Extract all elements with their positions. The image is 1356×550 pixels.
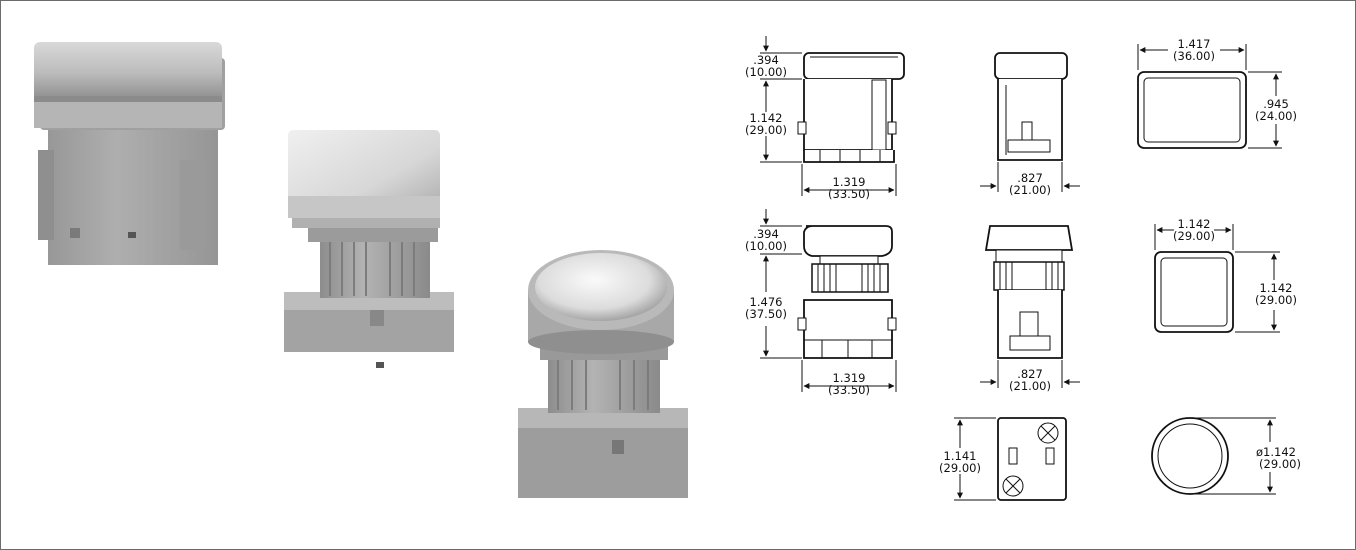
- rect-front-view: [797, 52, 905, 163]
- dimension-lines: [760, 36, 1282, 501]
- square-top-view: [1154, 251, 1234, 333]
- round-diameter-mm: (29.00): [1259, 457, 1301, 471]
- rect-cap-height-mm: (10.00): [745, 65, 787, 79]
- rect-cap-height-in: .394: [753, 53, 779, 67]
- square-top-height-mm: (29.00): [1255, 293, 1297, 307]
- rect-top-width-in: 1.417: [1178, 37, 1211, 51]
- square-side-width-in: .827: [1017, 367, 1043, 381]
- rect-width-mm: (33.50): [828, 187, 870, 201]
- rect-top-height-mm: (24.00): [1255, 109, 1297, 123]
- square-top-height-in: 1.142: [1260, 281, 1293, 295]
- rect-side-view: [994, 52, 1068, 161]
- square-side-width-mm: (21.00): [1009, 379, 1051, 393]
- rect-side-width-mm: (21.00): [1009, 183, 1051, 197]
- base-height-in: 1.141: [944, 449, 977, 463]
- rectangular-switch-photo: [34, 42, 225, 265]
- square-top-width-in: 1.142: [1178, 217, 1211, 231]
- square-cap-height-mm: (10.00): [745, 239, 787, 253]
- round-diameter-in: ø1.142: [1256, 445, 1296, 459]
- rect-top-width-mm: (36.00): [1173, 49, 1215, 63]
- rect-body-height-in: 1.142: [750, 111, 783, 125]
- square-width-in: 1.319: [833, 371, 866, 385]
- round-top-view: [1151, 417, 1229, 495]
- rect-top-view: [1137, 71, 1247, 149]
- square-top-width-mm: (29.00): [1173, 229, 1215, 243]
- rect-width-in: 1.319: [833, 175, 866, 189]
- square-cap-height-in: .394: [753, 227, 779, 241]
- base-height-mm: (29.00): [939, 461, 981, 475]
- square-body-height-in: 1.476: [750, 295, 783, 309]
- square-side-view: [984, 225, 1074, 359]
- rect-body-height-mm: (29.00): [745, 123, 787, 137]
- rect-top-height-in: .945: [1263, 97, 1289, 111]
- base-bottom-view: [997, 417, 1067, 501]
- square-body-height-mm: (37.50): [745, 307, 787, 321]
- square-switch-photo: [284, 130, 454, 368]
- square-width-mm: (33.50): [828, 383, 870, 397]
- rect-side-width-in: .827: [1017, 171, 1043, 185]
- square-front-view: [797, 225, 897, 359]
- round-switch-photo: [518, 250, 688, 498]
